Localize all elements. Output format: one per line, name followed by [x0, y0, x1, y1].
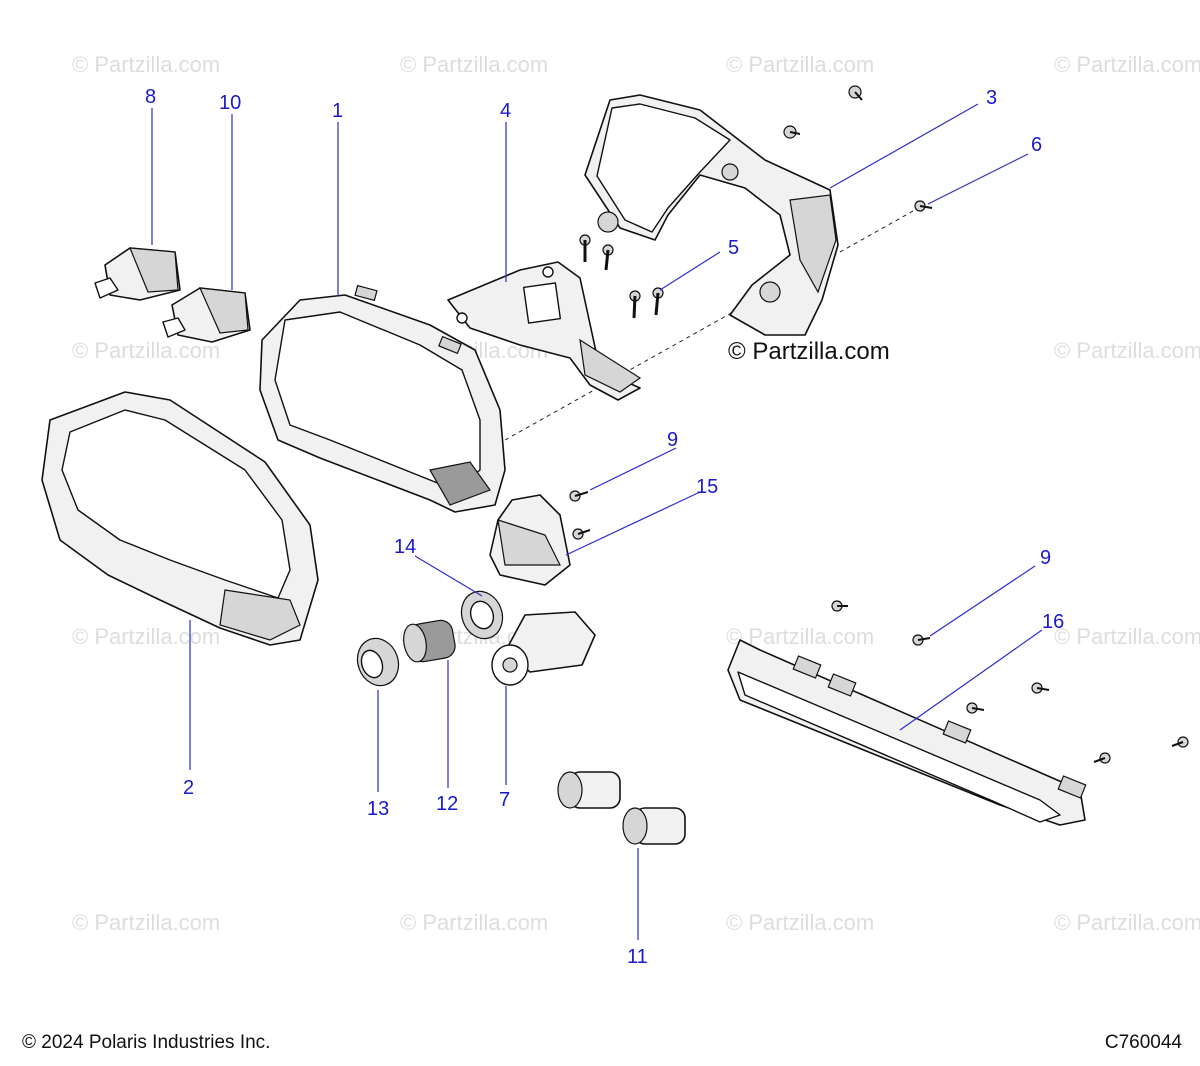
screw-icon — [572, 528, 591, 540]
watermark: © Partzilla.com — [726, 910, 874, 935]
callout-15: 15 — [696, 476, 718, 498]
watermark: © Partzilla.com — [72, 624, 220, 649]
screw-icon — [569, 490, 589, 502]
callout-6: 6 — [1031, 134, 1042, 156]
callout-9-lower: 9 — [1040, 547, 1051, 569]
watermark: © Partzilla.com — [1054, 624, 1200, 649]
part-3-instrument-cover — [584, 94, 839, 336]
screw-icon — [783, 125, 801, 139]
callout-9: 9 — [667, 429, 678, 451]
screw-icon — [914, 200, 933, 212]
watermark: © Partzilla.com — [1054, 910, 1200, 935]
part-7-ignition-switch — [491, 611, 596, 686]
screw-icon — [966, 702, 985, 714]
callout-14: 14 — [394, 536, 416, 558]
callout-8: 8 — [145, 86, 156, 108]
part-13-cap — [356, 637, 400, 687]
callout-4: 4 — [500, 100, 511, 122]
callout-5: 5 — [728, 237, 739, 259]
callout-13: 13 — [367, 798, 389, 820]
watermark: © Partzilla.com — [72, 52, 220, 77]
callout-10: 10 — [219, 92, 241, 114]
callout-7: 7 — [499, 789, 510, 811]
part-12-socket-housing — [403, 619, 456, 663]
watermark: © Partzilla.com — [72, 910, 220, 935]
screw-icon — [629, 290, 641, 319]
callout-11: 11 — [627, 946, 648, 968]
callout-3: 3 — [986, 87, 997, 109]
callout-12: 12 — [436, 793, 458, 815]
screw-icon — [579, 234, 591, 262]
part-14-nut — [460, 590, 504, 640]
watermark: © Partzilla.com — [72, 338, 220, 363]
fasteners — [569, 85, 1189, 764]
part-16-light-bar — [727, 639, 1087, 826]
part-8-switch — [94, 247, 181, 301]
part-1-instrument-cluster — [259, 284, 506, 513]
screw-icon — [1031, 682, 1050, 694]
callout-2: 2 — [183, 777, 194, 799]
watermark: © Partzilla.com — [400, 910, 548, 935]
watermark: © Partzilla.com — [1054, 338, 1200, 363]
part-2-front-bezel — [41, 391, 319, 646]
watermark-prominent: © Partzilla.com — [728, 338, 890, 365]
screw-icon — [1093, 752, 1111, 764]
watermark: © Partzilla.com — [1054, 52, 1200, 77]
screw-icon — [912, 634, 931, 646]
leader-lines — [151, 103, 1043, 940]
part-15-module — [489, 494, 571, 586]
drawing-id: C760044 — [1104, 1032, 1182, 1053]
screw-icon — [602, 244, 614, 271]
callouts: 8 10 1 4 3 6 5 9 15 14 9 16 2 13 12 7 11 — [145, 86, 1064, 968]
screw-icon — [831, 600, 848, 612]
callout-16: 16 — [1042, 611, 1064, 633]
watermark: © Partzilla.com — [726, 52, 874, 77]
part-4-mount-bracket — [447, 261, 642, 401]
callout-1: 1 — [332, 100, 343, 122]
screw-icon — [848, 85, 863, 101]
part-11-power-socket — [557, 771, 686, 845]
watermark: © Partzilla.com — [400, 52, 548, 77]
copyright-notice: © 2024 Polaris Industries Inc. — [22, 1032, 271, 1053]
screw-icon — [1171, 736, 1189, 748]
screw-icon — [652, 287, 664, 316]
part-10-switch — [162, 287, 251, 343]
